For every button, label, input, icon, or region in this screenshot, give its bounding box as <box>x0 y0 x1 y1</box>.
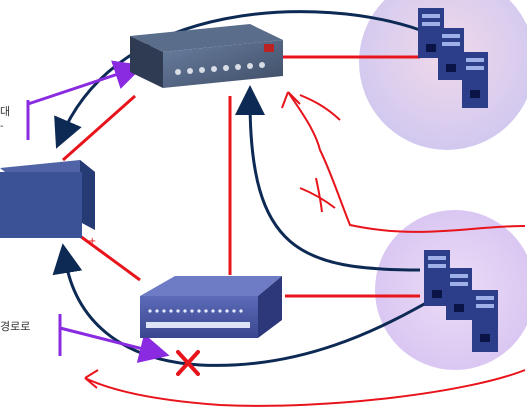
label-top-fragment: 대 <box>0 105 11 118</box>
pointers <box>26 60 170 363</box>
failure-x-icon <box>176 350 200 376</box>
server-group-icon <box>424 250 498 352</box>
label-top-fragment-2: - <box>0 121 4 132</box>
switch-icon <box>140 276 282 338</box>
links <box>62 55 420 298</box>
label-bottom-fragment: 경로로 <box>0 320 31 333</box>
hub-icon: + <box>0 160 96 247</box>
router-icon <box>130 24 283 88</box>
server-group-icon <box>418 8 488 108</box>
svg-text:+: + <box>88 236 96 247</box>
traffic-flows <box>52 10 441 367</box>
reroute-paths <box>84 91 526 407</box>
